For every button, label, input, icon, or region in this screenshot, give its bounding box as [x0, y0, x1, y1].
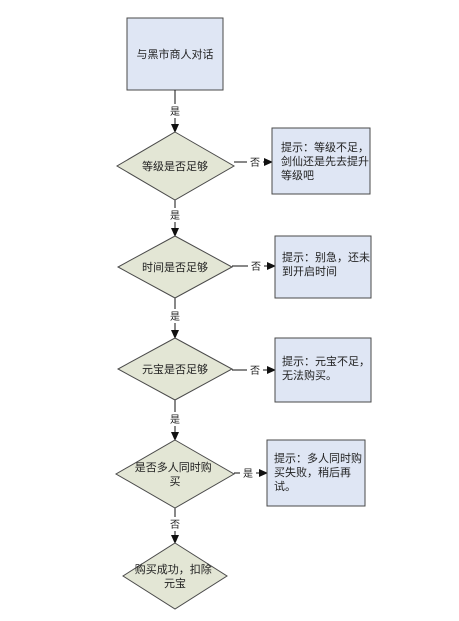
- svg-text:与黑市商人对话: 与黑市商人对话: [137, 47, 214, 61]
- horizontal-connectors: [232, 158, 276, 477]
- start-text: 与黑市商人对话: [137, 47, 214, 61]
- decision-diamond: [116, 235, 234, 299]
- edge-label-no: 否: [250, 365, 260, 377]
- edge-label-no: 否: [170, 519, 180, 531]
- note-text: 提示：别急，还未 到开启时间: [282, 250, 374, 278]
- edge-label-yes: 是: [243, 468, 253, 480]
- right-edge-labels: 否 否 否 是: [240, 155, 264, 480]
- decision-text: 购买成功，扣除 元宝: [135, 562, 216, 590]
- decision-diamond: [116, 131, 236, 201]
- edge-label-no: 否: [250, 157, 260, 169]
- decision-text: 时间是否足够: [142, 261, 208, 274]
- decision-text: 等级是否足够: [142, 159, 208, 173]
- note-text: 提示：等级不足， 剑仙还是先去提升 等级吧: [281, 140, 373, 182]
- note-box: [274, 337, 372, 403]
- edge-label-yes: 是: [170, 210, 180, 222]
- edge-label-yes: 是: [170, 106, 180, 118]
- edge-label-no: 否: [251, 261, 261, 273]
- down-edge-labels: 是 是 是 是 否: [167, 104, 183, 531]
- decision-diamond: [114, 439, 236, 509]
- edge-label-yes: 是: [170, 414, 180, 426]
- start-box: [126, 17, 224, 91]
- note-text: 提示：多人同时购 买失败，稍后再 试。: [274, 451, 366, 493]
- edge-label-yes: 是: [170, 311, 180, 323]
- note-box: [271, 127, 371, 195]
- note-text: 提示：元宝不足， 无法购买。: [282, 354, 374, 382]
- decision-diamond: [116, 337, 234, 401]
- note-box: [274, 235, 372, 299]
- decision-text: 是否多人同时购 买: [135, 460, 216, 488]
- decision-text: 元宝是否足够: [142, 362, 208, 376]
- note-box: [266, 439, 366, 507]
- decision-diamond: [122, 542, 228, 610]
